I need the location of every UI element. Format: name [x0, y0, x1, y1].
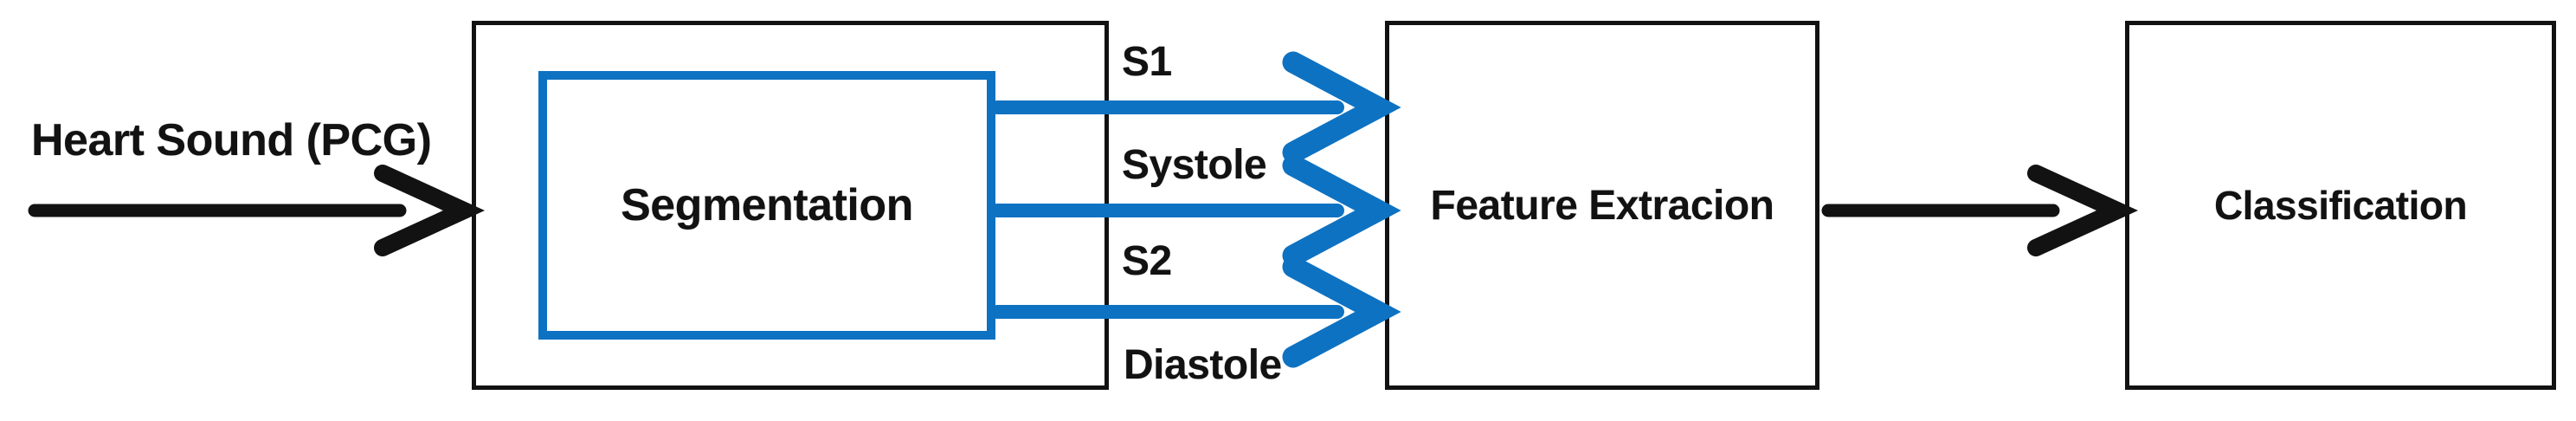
segment-output-label-s2: S2: [1122, 238, 1172, 284]
segmentation-inner-box: Segmentation: [538, 71, 995, 340]
feature-extraction-box: Feature Extracion: [1385, 21, 1819, 390]
feature-extraction-label: Feature Extracion: [1430, 182, 1774, 229]
segment-output-label-s1: S1: [1122, 39, 1172, 85]
input-arrow: [28, 165, 486, 256]
segmentation-label: Segmentation: [621, 180, 913, 230]
feature-to-classification-arrow: [1821, 165, 2139, 256]
classification-box: Classification: [2125, 21, 2556, 390]
classification-label: Classification: [2213, 183, 2468, 228]
input-signal-label: Heart Sound (PCG): [31, 115, 432, 165]
segment-output-label-diastole: Diastole: [1124, 342, 1282, 388]
segment-output-label-systole: Systole: [1122, 142, 1267, 188]
